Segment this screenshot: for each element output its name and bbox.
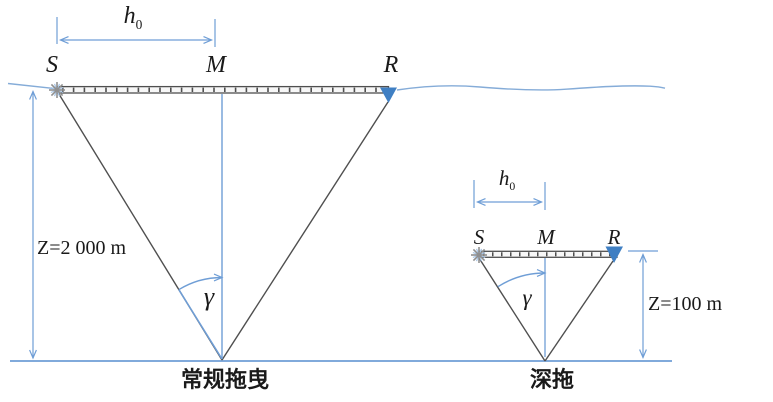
- angle-arc: [497, 269, 547, 288]
- conventional-towing-diagram: [29, 17, 397, 361]
- source-raypath: [478, 257, 546, 362]
- conventional-towing-caption: 常规拖曳: [180, 367, 270, 392]
- seismic-source-icon: [470, 246, 488, 264]
- streamer-cable: [56, 85, 390, 94]
- angle-arc: [178, 273, 224, 291]
- depth-label: Z=100 m: [648, 293, 723, 315]
- source-label: S: [46, 52, 58, 78]
- angle-label: γ: [522, 285, 532, 310]
- receiver-label: R: [383, 52, 399, 78]
- water-surface-line-left: [7, 82, 58, 90]
- midpoint-label: M: [537, 225, 555, 249]
- angle-label: γ: [203, 282, 215, 311]
- offset-subscript: 0: [135, 16, 143, 32]
- receiver-icon: [380, 87, 397, 103]
- offset-subscript: 0: [509, 180, 516, 194]
- deep-tow-diagram: [470, 180, 658, 362]
- offset-label: h0: [123, 3, 143, 32]
- offset-label: h0: [499, 167, 515, 194]
- midpoint-label: M: [206, 52, 226, 78]
- receiver-label: R: [607, 225, 621, 249]
- receiver-raypath: [544, 260, 614, 362]
- source-label: S: [473, 225, 485, 249]
- depth-label: Z=2 000 m: [37, 237, 127, 259]
- offset-base: h: [498, 166, 510, 190]
- streamer-cable: [478, 250, 618, 258]
- receiver-icon: [605, 246, 623, 263]
- deep-tow-caption: 深拖: [529, 367, 575, 392]
- seismic-source-icon: [48, 81, 66, 99]
- receiver-raypath: [221, 101, 389, 361]
- water-surface-line-right: [396, 85, 666, 91]
- angle-side-highlight: [178, 289, 223, 360]
- offset-base: h: [123, 3, 136, 29]
